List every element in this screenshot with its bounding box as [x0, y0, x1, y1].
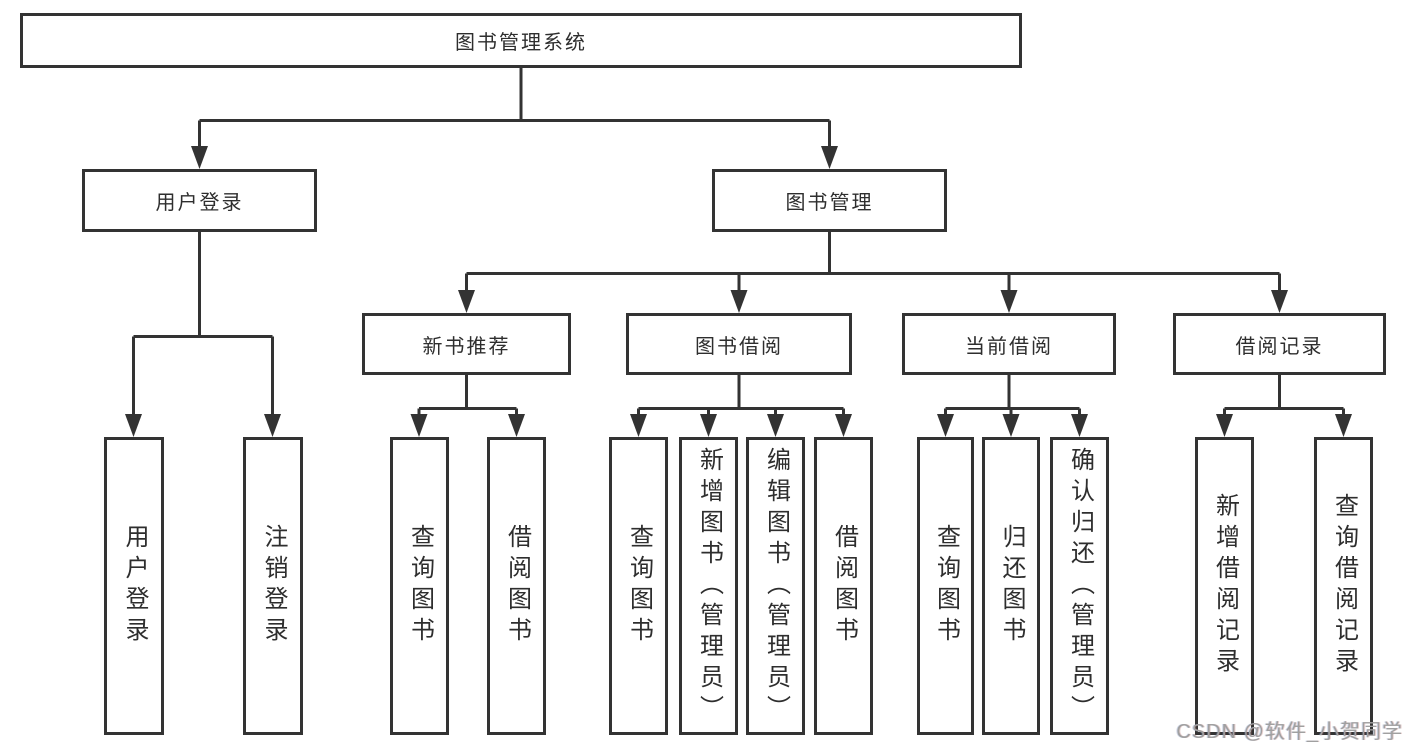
node-new-book-recommend-label: 新书推荐: [422, 335, 511, 358]
node-book-borrowing: 图书借阅: [626, 313, 852, 375]
node-user-login-label: 用户登录: [155, 192, 244, 214]
leaf-label: 新增图书（管理员）: [695, 446, 723, 726]
leaf-add-borrow-record: 新增借阅记录: [1195, 437, 1254, 735]
node-current-borrowing-label: 当前借阅: [965, 335, 1053, 358]
node-user-login: 用户登录: [82, 169, 317, 232]
leaf-label: 用户登录: [121, 524, 148, 648]
node-book-management-label: 图书管理: [785, 192, 874, 214]
leaf-edit-books-admin: 编辑图书（管理员）: [746, 437, 805, 735]
node-borrowing-records: 借阅记录: [1173, 313, 1386, 375]
leaf-label: 新增借阅记录: [1211, 493, 1239, 679]
leaf-return-books: 归还图书: [982, 437, 1040, 735]
leaf-label: 借阅图书: [503, 524, 531, 648]
node-book-management: 图书管理: [712, 169, 947, 232]
leaf-label: 查询图书: [406, 524, 434, 648]
leaf-label: 借阅图书: [830, 524, 858, 648]
leaf-borrow-books-2: 借阅图书: [814, 437, 873, 735]
leaf-user-login: 用户登录: [104, 437, 164, 735]
node-borrowing-records-label: 借阅记录: [1235, 335, 1324, 358]
leaf-label: 查询图书: [932, 524, 960, 648]
leaf-add-books-admin: 新增图书（管理员）: [679, 437, 738, 735]
node-root-label: 图书管理系统: [455, 32, 587, 54]
leaf-label: 注销登录: [260, 524, 287, 648]
leaf-label: 查询借阅记录: [1330, 493, 1358, 679]
node-current-borrowing: 当前借阅: [902, 313, 1116, 375]
leaf-query-books-3: 查询图书: [917, 437, 974, 735]
leaf-logout: 注销登录: [243, 437, 303, 735]
leaf-label: 确认归还（管理员）: [1066, 446, 1094, 726]
leaf-label: 编辑图书（管理员）: [762, 446, 790, 726]
leaf-confirm-return-admin: 确认归还（管理员）: [1050, 437, 1109, 735]
leaf-label: 查询图书: [625, 524, 653, 648]
leaf-label: 归还图书: [998, 524, 1025, 648]
node-book-borrowing-label: 图书借阅: [695, 335, 783, 358]
leaf-query-books-1: 查询图书: [390, 437, 449, 735]
leaf-query-borrow-record: 查询借阅记录: [1314, 437, 1373, 735]
node-root-system: 图书管理系统: [20, 13, 1022, 68]
csdn-watermark: CSDN @软件_小贺同学: [1176, 721, 1403, 743]
leaf-borrow-books-1: 借阅图书: [487, 437, 546, 735]
node-new-book-recommend: 新书推荐: [362, 313, 571, 375]
leaf-query-books-2: 查询图书: [609, 437, 668, 735]
